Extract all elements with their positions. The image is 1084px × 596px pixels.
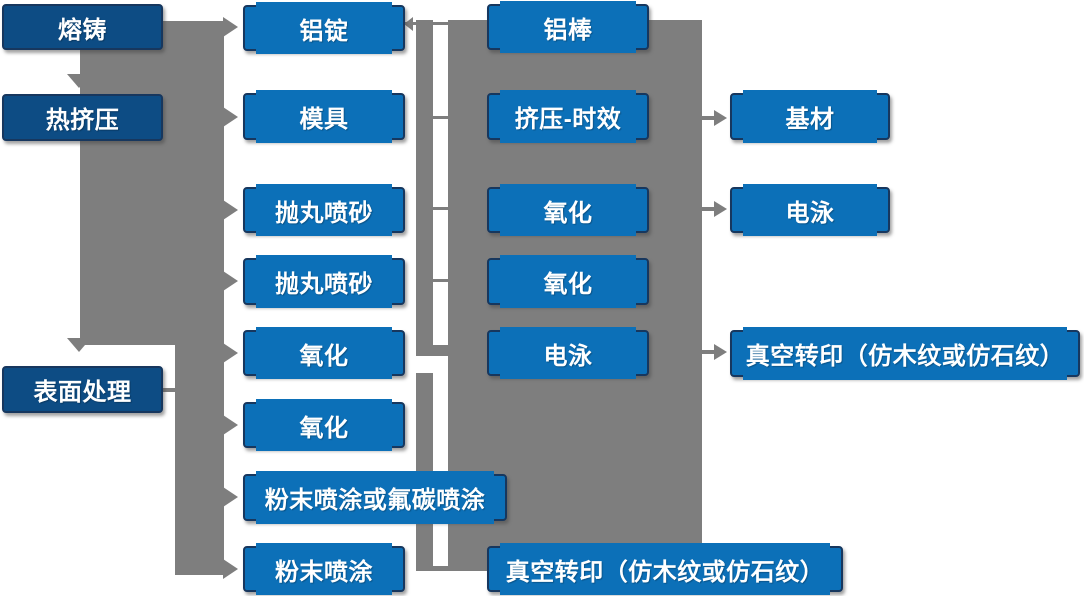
- arrowhead-right-paowan2: [223, 271, 238, 291]
- node-label: 挤压-时效: [514, 106, 622, 133]
- node-fenmopentu: 粉末喷涂: [243, 543, 405, 595]
- arrowhead-down-rejiya: [67, 74, 91, 88]
- node-label: 热挤压: [45, 107, 120, 134]
- node-zhenkong-c3: 真空转印（仿木纹或仿石纹）: [487, 543, 843, 595]
- flow-line-jicai: [702, 116, 716, 120]
- flow-bar-left-lower: [175, 345, 224, 575]
- node-rongzhu: 熔铸: [2, 4, 163, 50]
- node-dianyong-c4: 电泳: [730, 184, 890, 236]
- flow-line-mid-r4: [433, 279, 448, 282]
- node-label: 氧化: [543, 271, 593, 298]
- arrowhead-right-lvding: [223, 17, 238, 37]
- node-yanghua-c3-2: 氧化: [487, 255, 649, 308]
- node-label: 粉末喷涂: [275, 558, 373, 586]
- node-label: 表面处理: [33, 379, 132, 406]
- node-label: 熔铸: [58, 16, 107, 44]
- node-zhenkong-c4: 真空转印（仿木纹或仿石纹）: [730, 327, 1080, 380]
- arrowhead-right-fentan: [223, 487, 238, 507]
- node-label: 粉末喷涂或氟碳喷涂: [264, 487, 486, 514]
- flow-line-dianyong: [702, 207, 716, 211]
- node-dianyong-c3: 电泳: [487, 327, 649, 379]
- arrowhead-right-jicai: [714, 110, 727, 126]
- arrowhead-right-fenmo: [223, 559, 238, 579]
- arrowhead-down-biaomian: [67, 338, 91, 352]
- node-paowanpensha-1: 抛丸喷砂: [243, 184, 405, 236]
- flow-stub-surface: [163, 388, 177, 392]
- node-label: 氧化: [299, 414, 349, 442]
- flow-bridge-mid-bottom: [433, 566, 448, 571]
- arrowhead-right-dianyong-c4: [714, 201, 727, 217]
- node-paowanpensha-2: 抛丸喷砂: [243, 255, 405, 308]
- flow-line-zhenkong: [702, 350, 716, 354]
- node-lvding: 铝锭: [243, 2, 405, 54]
- flow-bar-mid-foot: [416, 345, 448, 356]
- node-label: 模具: [299, 106, 349, 133]
- arrowhead-right-moju: [223, 107, 238, 127]
- node-yanghua-c2-2: 氧化: [243, 399, 405, 451]
- arrowhead-left-lvding: [404, 17, 413, 31]
- arrowhead-right-paowan1: [223, 200, 238, 220]
- arrowhead-right-yanghua1: [223, 343, 238, 363]
- node-yanghua-c3-1: 氧化: [487, 184, 649, 236]
- node-lvbang: 铝棒: [487, 1, 649, 53]
- node-label: 基材: [785, 106, 835, 133]
- node-label: 真空转印（仿木纹或仿石纹）: [745, 343, 1065, 370]
- node-biaomianchuli: 表面处理: [2, 366, 163, 413]
- flow-line-lvding: [405, 22, 448, 25]
- node-label: 铝锭: [299, 17, 349, 45]
- node-label: 真空转印（仿木纹或仿石纹）: [505, 558, 825, 586]
- node-yanghua-c2-1: 氧化: [243, 327, 405, 379]
- flow-line-mid-r3: [433, 207, 448, 210]
- node-label: 铝棒: [543, 16, 593, 44]
- flow-line-mid-r2: [433, 116, 448, 119]
- node-label: 抛丸喷砂: [275, 271, 373, 298]
- node-label: 电泳: [785, 199, 835, 227]
- arrowhead-right-zhenkong-c4: [714, 344, 727, 360]
- flow-bar-left-main: [80, 21, 224, 345]
- node-rejiya: 热挤压: [2, 94, 163, 141]
- node-label: 电泳: [543, 342, 593, 370]
- node-label: 抛丸喷砂: [275, 199, 373, 227]
- node-jicai: 基材: [730, 90, 890, 143]
- arrowhead-right-yanghua2: [223, 415, 238, 435]
- flow-bar-mid-upper: [416, 20, 433, 345]
- node-moju: 模具: [243, 90, 405, 143]
- node-fenmo-futan: 粉末喷涂或氟碳喷涂: [243, 471, 507, 524]
- node-jiya-shixiao: 挤压-时效: [487, 90, 649, 143]
- node-label: 氧化: [543, 199, 593, 227]
- node-label: 氧化: [299, 342, 349, 370]
